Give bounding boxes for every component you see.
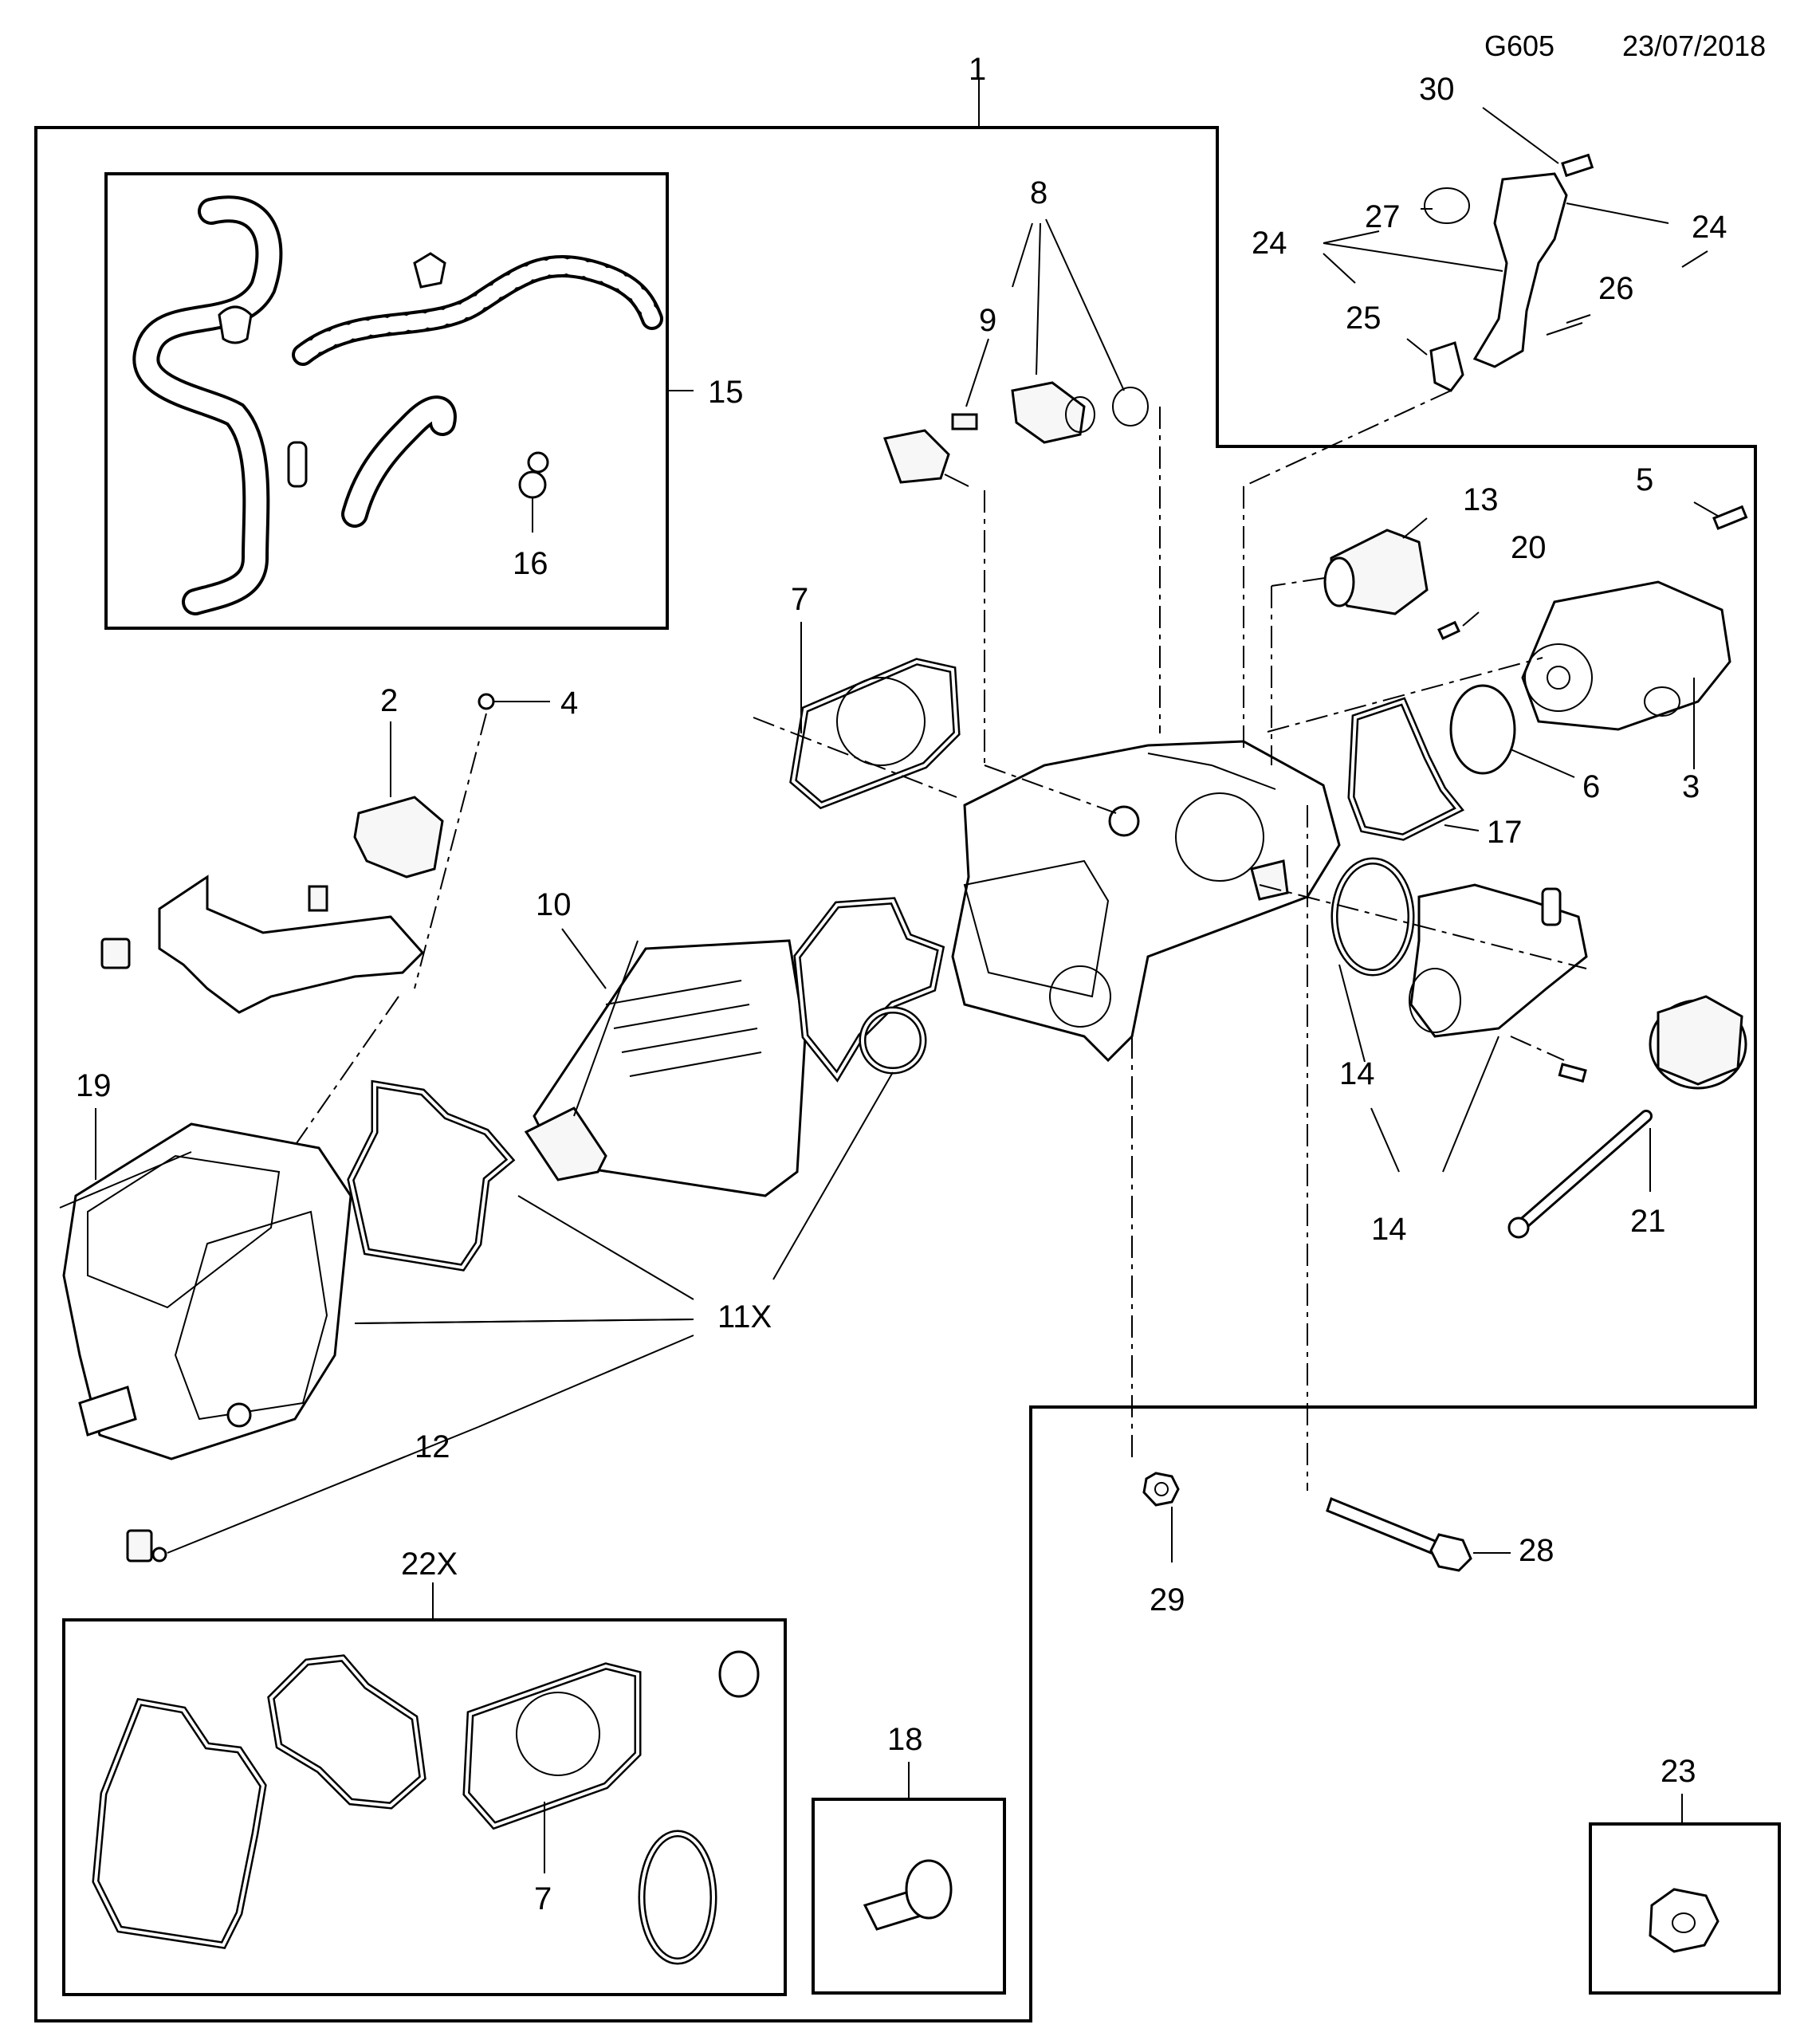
hose-kit-box xyxy=(104,172,669,630)
sensor-bracket xyxy=(100,693,495,1014)
long-bolt xyxy=(1326,1497,1472,1572)
callout-18: 18 xyxy=(887,1722,923,1757)
valve-o-ring xyxy=(1449,684,1516,775)
coolant-hose-kit xyxy=(132,195,663,615)
callout-20: 20 xyxy=(1511,530,1547,565)
pressure-sensor xyxy=(353,796,444,879)
callout-30: 30 xyxy=(1419,72,1455,107)
egr-cooler-housing xyxy=(59,1122,352,1460)
callout-2: 2 xyxy=(380,683,398,718)
callout-14a: 14 xyxy=(1339,1056,1375,1091)
callout-3: 3 xyxy=(1682,769,1700,804)
callout-16: 16 xyxy=(513,546,548,581)
callout-13: 13 xyxy=(1463,482,1499,517)
diagram-code: G605 xyxy=(1484,29,1554,62)
gasket-set xyxy=(92,1650,760,1965)
callout-17: 17 xyxy=(1487,815,1523,850)
hex-nut xyxy=(1649,1888,1720,1953)
callout-10: 10 xyxy=(536,887,572,922)
nut-inset-box xyxy=(1589,1822,1781,1995)
egr-valve-body xyxy=(951,740,1341,1063)
valve-bolt xyxy=(1712,505,1748,530)
callout-5: 5 xyxy=(1636,462,1653,497)
callout-28: 28 xyxy=(1519,1533,1554,1568)
callout-1: 1 xyxy=(969,52,986,87)
sensor-adapter xyxy=(951,381,1149,444)
banjo-bolt xyxy=(863,1859,953,1931)
coolant-pipe-assembly xyxy=(1424,153,1594,392)
callout-23: 23 xyxy=(1661,1754,1696,1789)
callout-12: 12 xyxy=(415,1429,450,1464)
o-ring xyxy=(1112,387,1149,426)
temperature-sensor xyxy=(882,429,969,487)
callout-4: 4 xyxy=(560,686,578,721)
callout-6: 6 xyxy=(1582,769,1600,804)
vacuum-actuator xyxy=(1507,995,1747,1239)
callout-7b: 7 xyxy=(534,1881,552,1916)
hose-clamp xyxy=(518,470,547,499)
thermostat-housing xyxy=(1409,883,1588,1038)
diagram-date: 23/07/2018 xyxy=(1622,29,1766,62)
actuator-screw xyxy=(1437,620,1461,640)
callout-11x: 11X xyxy=(717,1299,772,1334)
callout-26: 26 xyxy=(1598,271,1634,306)
callout-9: 9 xyxy=(979,303,996,338)
pipe-o-ring xyxy=(1424,187,1470,224)
callout-25: 25 xyxy=(1346,301,1382,336)
egr-cooler-core xyxy=(524,939,807,1197)
callout-14b: 14 xyxy=(1371,1212,1407,1247)
callout-24b: 24 xyxy=(1692,210,1727,245)
callout-7a: 7 xyxy=(791,582,808,617)
callout-27: 27 xyxy=(1365,199,1401,234)
egr-valve xyxy=(1521,580,1731,731)
flange-nut xyxy=(1142,1472,1180,1507)
gasket-kit-box xyxy=(62,1618,787,1996)
callout-8: 8 xyxy=(1030,175,1047,210)
assembly-frame xyxy=(34,126,1757,2022)
retaining-clip xyxy=(126,1529,167,1562)
housing-screw xyxy=(1558,1063,1587,1083)
thermostat-actuator xyxy=(1323,529,1429,615)
callout-24a: 24 xyxy=(1252,226,1287,261)
callout-21: 21 xyxy=(1630,1204,1666,1239)
callout-22x: 22X xyxy=(401,1547,458,1582)
callout-29: 29 xyxy=(1150,1582,1185,1618)
callout-19: 19 xyxy=(76,1068,112,1103)
callout-15: 15 xyxy=(708,375,744,410)
